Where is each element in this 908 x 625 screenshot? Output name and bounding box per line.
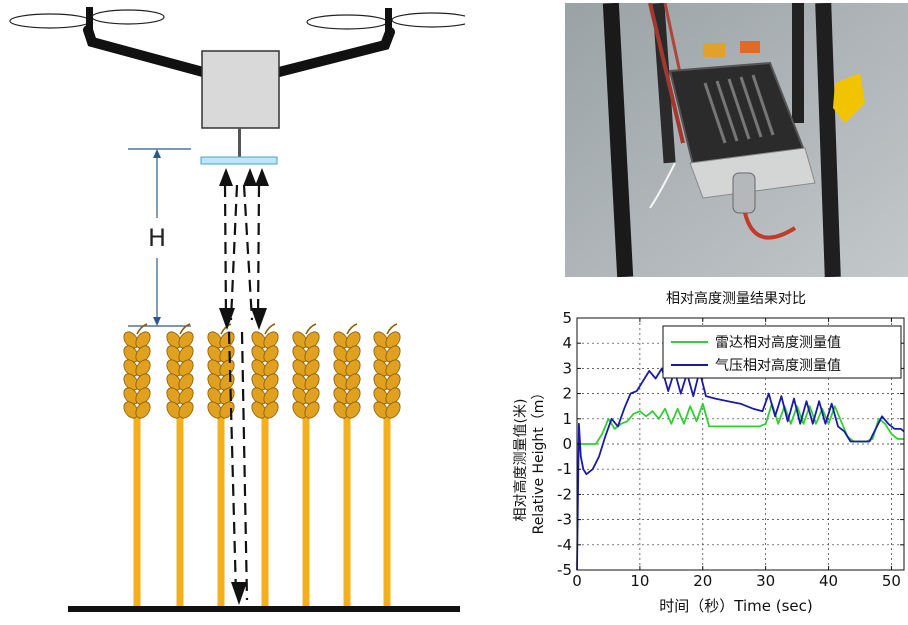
y-axis-label-line2: Relative Height（m）: [531, 386, 547, 535]
propeller-left-icon: [9, 7, 165, 31]
chart-title: 相对高度测量结果对比: [666, 290, 806, 307]
y-axis-label: 相对高度测量值(米) Relative Height（m）: [512, 386, 547, 535]
x-tick-label: 20: [693, 572, 712, 590]
x-tick-label: 10: [630, 572, 649, 590]
y-tick-label: -3: [557, 511, 572, 529]
y-tick-label: 0: [562, 435, 572, 453]
x-tick-label: 50: [882, 572, 901, 590]
y-tick-label: -1: [557, 460, 572, 478]
drone-radar-diagram: H: [9, 7, 465, 612]
height-comparison-chart: 相对高度测量结果对比 0 10 20 30 40 50 -5 -4 -3 -2 -1 0 1 2 3 4 5 雷达…: [512, 290, 905, 615]
legend-entry: 气压相对高度测量值: [715, 357, 841, 374]
wheat-plant: [333, 323, 361, 606]
y-tick-label: 3: [562, 359, 572, 377]
propeller-right-icon: [306, 8, 465, 32]
y-tick-label: 1: [562, 410, 572, 428]
series-line-radar: [577, 402, 904, 445]
x-tick-label: 0: [572, 572, 582, 590]
wheat-plant: [123, 323, 151, 606]
drone-arm-right: [274, 27, 395, 77]
wheat-plant: [166, 323, 194, 606]
y-tick-label: 2: [562, 385, 572, 403]
wheat-plant: [251, 323, 279, 606]
emission-arrows-icon: [219, 308, 267, 605]
x-tick-label: 30: [756, 572, 775, 590]
ground-line: [68, 606, 460, 612]
series-line-baro: [576, 367, 905, 571]
drone-body: [201, 50, 280, 129]
sensor-mast: [238, 128, 241, 158]
y-tick-label: -2: [557, 485, 572, 503]
y-axis-label-line1: 相对高度测量值(米): [512, 399, 529, 522]
wheat-field: [123, 323, 401, 606]
sensor-photo: [565, 3, 908, 277]
y-tick-label: 5: [562, 309, 572, 327]
reflection-arrows-icon: [219, 168, 269, 186]
height-label: H: [148, 224, 166, 252]
y-tick-label: -5: [557, 561, 572, 579]
wheat-plant: [292, 323, 320, 606]
wheat-plant: [207, 323, 235, 606]
drone-arm-left: [83, 25, 208, 77]
plot-area: 0 10 20 30 40 50 -5 -4 -3 -2 -1 0 1 2 3 4 5 雷达相对高度测量值气压相对…: [557, 309, 905, 590]
x-tick-label: 40: [819, 572, 838, 590]
legend-entry: 雷达相对高度测量值: [715, 334, 841, 351]
y-tick-label: 4: [562, 334, 572, 352]
x-axis-label: 时间（秒）Time (sec): [659, 597, 812, 615]
wheat-plant: [373, 323, 401, 606]
radar-beams: [223, 184, 261, 601]
y-tick-label: -4: [557, 536, 572, 554]
radar-sensor: [200, 156, 278, 165]
